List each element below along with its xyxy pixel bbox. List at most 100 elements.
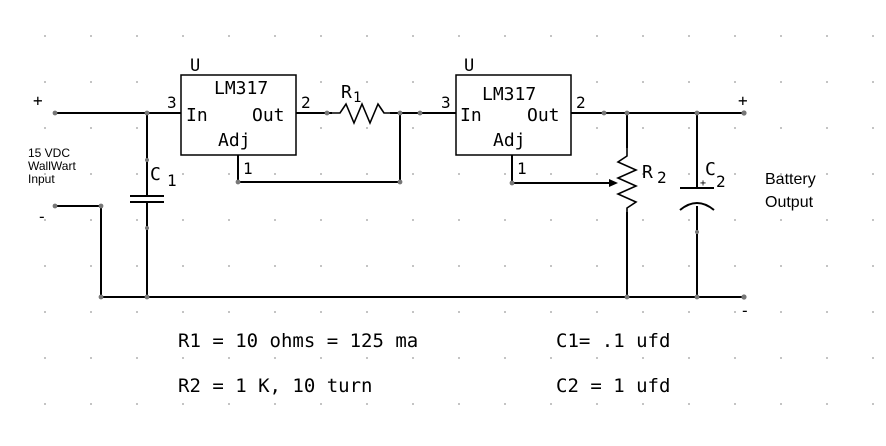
grid-dot xyxy=(504,403,506,405)
grid-dot xyxy=(366,357,368,359)
grid-dot xyxy=(596,357,598,359)
grid-dot xyxy=(458,173,460,175)
regulator-1-pin-adj-number: 1 xyxy=(243,159,253,178)
grid-dot xyxy=(780,35,782,37)
grid-dot xyxy=(228,219,230,221)
grid-dot xyxy=(872,311,874,313)
grid-dot xyxy=(136,173,138,175)
grid-dot xyxy=(182,403,184,405)
grid-dot xyxy=(642,357,644,359)
capacitor-c2-letter: C xyxy=(705,159,716,180)
grid-dot xyxy=(412,311,414,313)
potentiometer-r2: R 2 xyxy=(598,148,667,212)
grid-dot xyxy=(688,265,690,267)
node xyxy=(145,226,149,230)
node xyxy=(417,110,423,116)
regulator-2-pin-in: In xyxy=(460,105,482,126)
node xyxy=(52,110,58,116)
grid-dot xyxy=(182,219,184,221)
grid-dot xyxy=(136,219,138,221)
node xyxy=(509,180,515,186)
grid-dot xyxy=(366,219,368,221)
node xyxy=(695,230,699,234)
grid-dot xyxy=(734,357,736,359)
grid-dot xyxy=(274,265,276,267)
grid-dot xyxy=(458,403,460,405)
grid-dot xyxy=(826,35,828,37)
grid-dot xyxy=(44,219,46,221)
grid-dot xyxy=(596,127,598,129)
grid-dot xyxy=(688,357,690,359)
grid-dot xyxy=(412,173,414,175)
grid-dot xyxy=(136,311,138,313)
input-label-line3: Input xyxy=(28,172,55,186)
grid-dot xyxy=(504,35,506,37)
regulator-1-part: LM317 xyxy=(214,78,268,99)
regulator-1-pin-in: In xyxy=(186,105,208,126)
grid-dot xyxy=(366,265,368,267)
regulator-2-body xyxy=(455,74,572,156)
node xyxy=(624,110,630,116)
grid-dot xyxy=(366,311,368,313)
node xyxy=(397,179,403,185)
grid-dot xyxy=(872,265,874,267)
grid-dot xyxy=(872,173,874,175)
grid-dot xyxy=(44,265,46,267)
regulator-2: U LM317 In Out Adj 3 2 1 xyxy=(441,56,586,178)
grid-dot xyxy=(228,265,230,267)
grid-dot xyxy=(228,403,230,405)
grid-dot xyxy=(136,81,138,83)
grid-dot xyxy=(550,265,552,267)
grid-dot xyxy=(504,173,506,175)
grid-dot xyxy=(642,311,644,313)
grid-dot xyxy=(44,35,46,37)
grid-dot xyxy=(780,173,782,175)
grid-dot xyxy=(826,265,828,267)
grid-dot xyxy=(458,311,460,313)
grid-dot xyxy=(550,403,552,405)
node xyxy=(144,294,150,300)
grid-dot xyxy=(320,219,322,221)
grid-dot xyxy=(228,35,230,37)
grid-dot xyxy=(320,357,322,359)
grid-dot xyxy=(136,403,138,405)
grid-dot xyxy=(780,403,782,405)
grid-dot xyxy=(412,403,414,405)
capacitor-c2: + C 2 xyxy=(679,159,726,211)
grid-dot xyxy=(366,173,368,175)
grid-dot xyxy=(780,219,782,221)
grid-dot xyxy=(872,35,874,37)
grid-dot xyxy=(780,265,782,267)
grid-dot xyxy=(596,403,598,405)
grid-dot xyxy=(90,265,92,267)
grid-dot xyxy=(228,173,230,175)
grid-dot xyxy=(504,265,506,267)
grid-dot xyxy=(320,403,322,405)
grid-dot xyxy=(182,173,184,175)
capacitor-c2-polarity: + xyxy=(700,178,706,189)
grid-dot xyxy=(504,357,506,359)
component-notes: R1 = 10 ohms = 125 ma R2 = 1 K, 10 turn … xyxy=(178,330,670,397)
node xyxy=(144,110,150,116)
capacitor-c1: C 1 xyxy=(130,164,177,203)
grid-dot xyxy=(274,357,276,359)
grid-dot xyxy=(320,35,322,37)
grid-dot xyxy=(412,219,414,221)
grid-dot xyxy=(412,35,414,37)
grid-dot xyxy=(872,127,874,129)
capacitor-c1-subscript: 1 xyxy=(167,171,177,190)
node xyxy=(145,158,149,162)
input-label-line1: 15 VDC xyxy=(28,146,70,160)
grid-dot xyxy=(412,265,414,267)
grid-dot xyxy=(320,81,322,83)
grid-dot xyxy=(550,311,552,313)
grid-dot xyxy=(780,127,782,129)
grid-dot xyxy=(44,403,46,405)
node xyxy=(98,294,104,300)
grid-dot xyxy=(228,357,230,359)
grid-dot xyxy=(734,127,736,129)
grid-dot xyxy=(596,173,598,175)
grid-dot xyxy=(826,357,828,359)
output-label-line1: Battery xyxy=(765,171,816,188)
grid-dot xyxy=(596,81,598,83)
